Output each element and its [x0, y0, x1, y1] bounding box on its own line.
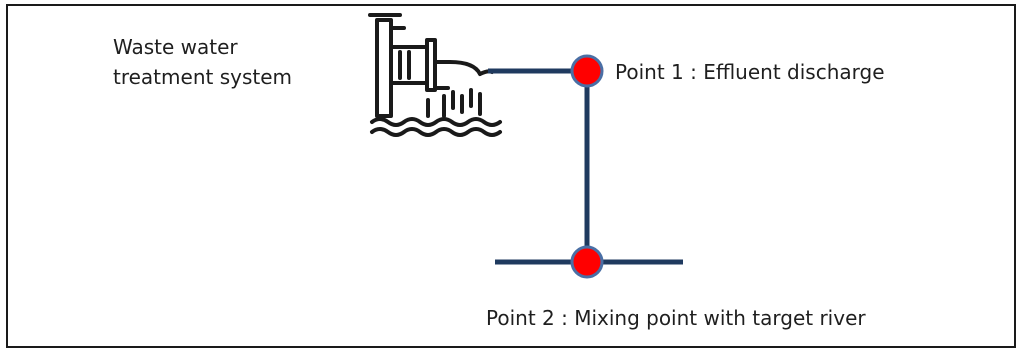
wastewater-discharge-pipe-icon: [368, 13, 502, 137]
diagram-frame: [6, 4, 1016, 348]
point-2-marker: [570, 245, 604, 279]
system-label-line-1: Waste water: [113, 35, 238, 59]
point-2-label: Point 2 : Mixing point with target river: [486, 306, 866, 330]
system-label-line-2: treatment system: [113, 65, 292, 89]
point-1-label: Point 1 : Effluent discharge: [615, 60, 885, 84]
system-label: Waste water treatment system: [113, 32, 292, 92]
point-1-marker: [570, 54, 604, 88]
